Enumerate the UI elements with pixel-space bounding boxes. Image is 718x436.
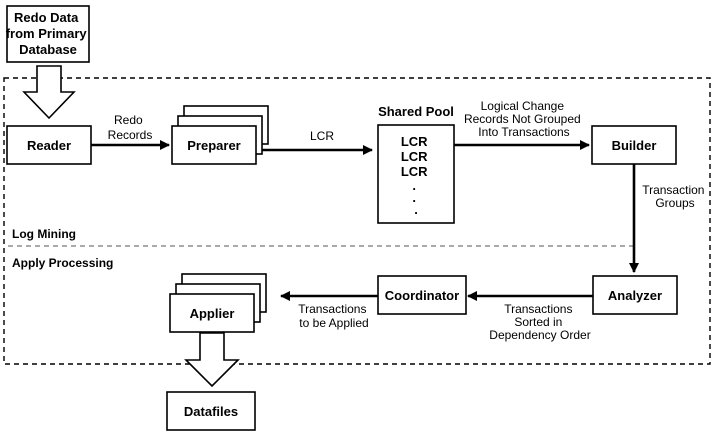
- applier-node: Applier: [169, 273, 267, 333]
- datafiles-box: [166, 391, 256, 431]
- datafiles-node: Datafiles: [166, 391, 256, 431]
- shared-pool-item-5: .: [412, 190, 416, 205]
- shared-pool-item-1: LCR: [401, 134, 428, 149]
- coordinator-box: [377, 275, 467, 315]
- shared-pool-item-2: LCR: [401, 149, 428, 164]
- preparer-label: Preparer: [187, 138, 240, 153]
- analyzer-label: Analyzer: [608, 288, 662, 303]
- section-label-log-mining: Log Mining: [12, 227, 76, 241]
- preparer-node: Preparer: [171, 105, 269, 165]
- shared-pool-title: Shared Pool: [378, 104, 454, 119]
- pool-to-builder-label-line-2: Records Not Grouped: [464, 112, 581, 126]
- analyzer-to-coordinator-label-line-3: Dependency Order: [489, 328, 590, 342]
- section-label-apply-processing: Apply Processing: [12, 256, 113, 270]
- coordinator-to-applier-label-line-1: Transactions: [298, 302, 366, 316]
- shared-pool-item-4: .: [412, 178, 416, 193]
- pool-to-builder-label-line-3: Into Transactions: [478, 125, 569, 139]
- source-node: Redo Data from Primary Database: [6, 5, 91, 63]
- reader-to-preparer-label-line-2: Records: [108, 128, 153, 142]
- builder-to-analyzer-label: Transaction Groups: [642, 183, 708, 210]
- coordinator-label: Coordinator: [385, 288, 459, 303]
- reader-to-preparer-label-line-1: Redo: [114, 113, 143, 127]
- analyzer-to-coordinator-label-line-1: Transactions: [504, 302, 572, 316]
- source-label-line-1: Redo Data: [14, 10, 79, 25]
- coordinator-node: Coordinator: [377, 275, 467, 315]
- source-label-line-2: from Primary: [6, 26, 88, 41]
- pool-to-builder-label-line-1: Logical Change: [481, 99, 565, 113]
- source-label: Redo Data from Primary Database: [6, 10, 91, 57]
- reader-label: Reader: [27, 138, 71, 153]
- source-to-reader-arrow: [22, 65, 76, 120]
- preparer-box: [171, 125, 257, 165]
- process-boundary: [3, 77, 711, 365]
- builder-label: Builder: [612, 138, 657, 153]
- analyzer-to-coordinator-label: Transactions Sorted in Dependency Order: [489, 302, 590, 342]
- applier-box: [169, 293, 255, 333]
- pool-to-builder-label: Logical Change Records Not Grouped Into …: [464, 99, 584, 139]
- reader-to-preparer-label: Redo Records: [108, 113, 153, 142]
- coordinator-to-applier-label: Transactions to be Applied: [298, 302, 370, 330]
- builder-to-analyzer-label-line-1: Transaction: [642, 183, 704, 197]
- builder-node: Builder: [591, 125, 677, 165]
- applier-to-datafiles-arrow: [184, 332, 240, 388]
- analyzer-box: [592, 275, 678, 315]
- source-label-line-3: Database: [19, 42, 77, 57]
- reader-box: [6, 125, 92, 165]
- applier-label: Applier: [190, 306, 235, 321]
- analyzer-node: Analyzer: [592, 275, 678, 315]
- datafiles-label: Datafiles: [184, 404, 238, 419]
- shared-pool-item-3: LCR: [401, 164, 428, 179]
- builder-to-analyzer-label-line-2: Groups: [655, 196, 694, 210]
- shared-pool-box: [377, 124, 455, 224]
- shared-pool-node: Shared Pool LCR LCR LCR . . .: [377, 104, 455, 224]
- shared-pool-items: LCR LCR LCR . . .: [401, 134, 431, 217]
- preparer-to-pool-label: LCR: [310, 129, 334, 143]
- shared-pool-item-6: .: [414, 202, 418, 217]
- reader-node: Reader: [6, 125, 92, 165]
- analyzer-to-coordinator-label-line-2: Sorted in: [514, 315, 562, 329]
- coordinator-to-applier-label-line-2: to be Applied: [299, 316, 368, 330]
- source-box: [6, 5, 90, 63]
